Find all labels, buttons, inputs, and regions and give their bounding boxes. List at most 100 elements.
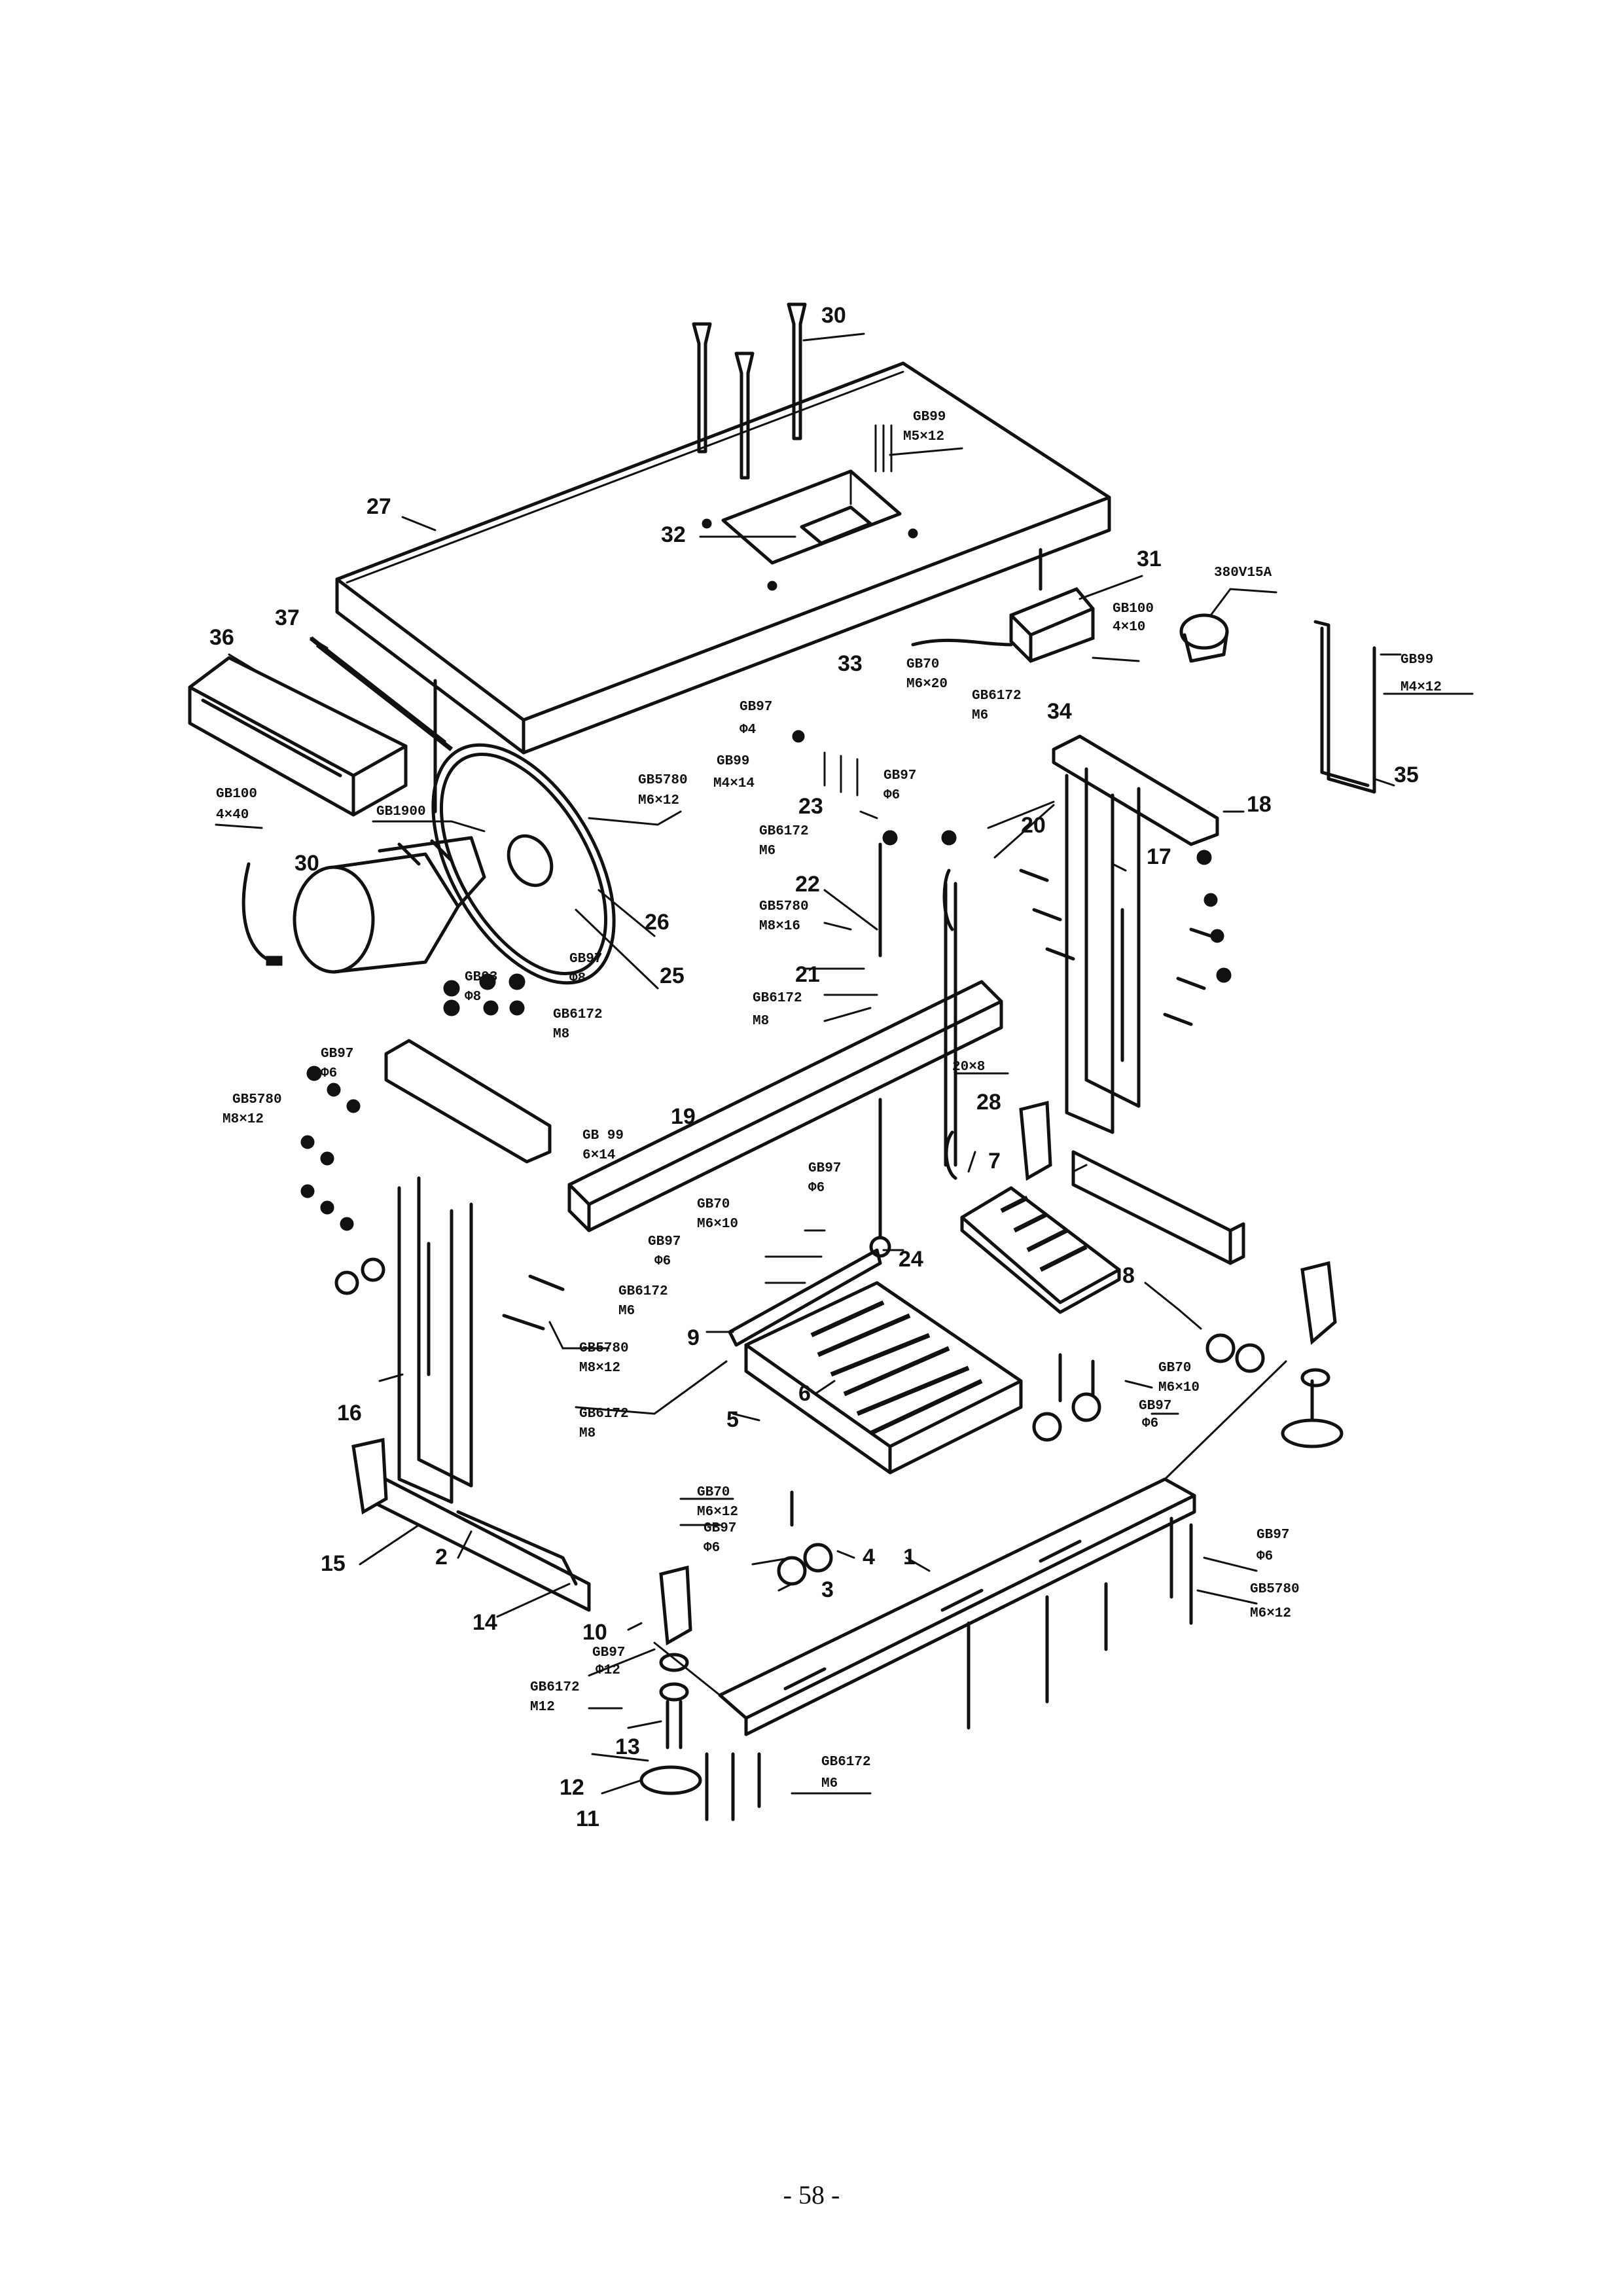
callout-12: 12 [560, 1775, 584, 1800]
spec-gb5780-22: GB5780 [759, 899, 809, 914]
spec-m6-link: M6 [618, 1304, 635, 1319]
spec-m6x20: M6×20 [906, 677, 948, 692]
spec-phi4: Φ4 [740, 723, 756, 738]
callout-32: 32 [661, 522, 686, 547]
spec-phi12: Φ12 [596, 1663, 620, 1678]
left-leg [351, 1039, 702, 1795]
callout-20: 20 [1021, 813, 1046, 838]
spec-gb5780-lower: GB5780 [579, 1341, 629, 1356]
spec-gb97-pedal: GB97 [808, 1161, 841, 1176]
spec-gb70-3: GB70 [697, 1485, 730, 1500]
spec-gb5780-left: GB5780 [232, 1092, 282, 1107]
callout-19: 19 [671, 1104, 696, 1129]
callout-4: 4 [863, 1545, 875, 1570]
callout-30-motor: 30 [294, 851, 319, 876]
callout-8: 8 [1122, 1263, 1135, 1288]
callout-13: 13 [615, 1734, 640, 1759]
spec-phi6-34: Φ6 [883, 788, 900, 803]
spec-gb6172-21: GB6172 [753, 991, 802, 1006]
hinge-pins [692, 302, 893, 480]
callout-6: 6 [798, 1381, 811, 1406]
heel-rest [960, 1186, 1121, 1314]
pedal-link [728, 1248, 882, 1347]
spec-phi6-base: Φ6 [1257, 1549, 1273, 1564]
spec-gb70-8: GB70 [1158, 1361, 1191, 1376]
callout-17: 17 [1147, 844, 1171, 869]
spec-4x40: 4×40 [216, 808, 249, 823]
callout-7: 7 [988, 1149, 1001, 1174]
callout-21: 21 [795, 962, 820, 987]
pedal [744, 1281, 1023, 1475]
spec-gb100-switch: GB100 [1113, 601, 1154, 617]
spec-gb97-3: GB97 [704, 1521, 736, 1536]
callout-15: 15 [321, 1551, 346, 1576]
spec-phi8-gb93: Φ8 [465, 990, 481, 1005]
spec-gb93: GB93 [465, 970, 497, 985]
callout-14: 14 [473, 1610, 497, 1635]
switch-box [911, 587, 1229, 663]
fasteners [300, 730, 1265, 1821]
callout-26: 26 [645, 910, 669, 935]
spec-m8-motor: M8 [553, 1027, 569, 1042]
spec-m8x12-left: M8×12 [223, 1112, 264, 1127]
spec-phi6-pedal: Φ6 [808, 1181, 825, 1196]
spec-gb99-top: GB99 [913, 410, 946, 425]
spec-gb97-base: GB97 [1257, 1528, 1289, 1543]
spec-gb99-m4x14: GB99 [717, 754, 749, 769]
spec-m8x12-lower: M8×12 [579, 1361, 620, 1376]
spec-gb97-8: GB97 [1139, 1399, 1171, 1414]
spec-gb6172-link: GB6172 [618, 1284, 668, 1299]
spec-6x14: 6×14 [582, 1148, 615, 1163]
table-top [335, 361, 1111, 814]
spec-gb97-motor: GB97 [569, 952, 602, 967]
callout-22: 22 [795, 872, 820, 897]
spec-4x10: 4×10 [1113, 620, 1145, 635]
spec-gb97-phi4: GB97 [740, 700, 772, 715]
spec-gb6172-lower: GB6172 [579, 1407, 629, 1422]
spec-gb97-34: GB97 [883, 768, 916, 783]
callout-23: 23 [798, 794, 823, 819]
callout-16: 16 [337, 1401, 362, 1426]
spec-gb6172-m12: GB6172 [530, 1680, 580, 1695]
callout-37: 37 [275, 605, 300, 630]
spec-m8x16: M8×16 [759, 919, 800, 934]
callout-25: 25 [660, 963, 685, 988]
cross-bar [567, 980, 1003, 1232]
spec-gb97-phi12: GB97 [592, 1645, 625, 1660]
spec-m6-bottom: M6 [821, 1776, 838, 1791]
callout-36: 36 [209, 625, 234, 650]
spec-gb6172-23: GB6172 [759, 824, 809, 839]
spec-gb5780-motor: GB5780 [638, 773, 688, 788]
spec-20x8: 20×8 [952, 1060, 985, 1075]
pitman-rod [869, 842, 957, 1258]
spec-m12: M12 [530, 1700, 555, 1715]
callout-31: 31 [1137, 547, 1162, 571]
callout-34: 34 [1047, 699, 1072, 724]
leader-lines [215, 332, 1474, 1795]
callout-2: 2 [435, 1545, 448, 1570]
spec-phi8-motor: Φ8 [569, 971, 586, 986]
spec-m6-23: M6 [759, 844, 776, 859]
spec-gb5780-base: GB5780 [1250, 1582, 1300, 1597]
callout-5: 5 [726, 1407, 739, 1432]
spec-gb1900: GB1900 [376, 804, 426, 819]
spec-gb70-link: GB70 [697, 1197, 730, 1212]
callout-33: 33 [838, 651, 863, 676]
callout-18: 18 [1247, 792, 1272, 817]
spec-m6x12-base: M6×12 [1250, 1606, 1291, 1621]
bobbin-rod [1313, 620, 1376, 794]
callout-28: 28 [976, 1090, 1001, 1115]
spec-m6x10-8: M6×10 [1158, 1380, 1200, 1395]
callout-10: 10 [582, 1620, 607, 1645]
drawer [188, 636, 454, 817]
spec-380v15a: 380V15A [1214, 565, 1272, 581]
spec-labels: GB99 M5×12 380V15A GB100 4×10 GB99 M4×12… [216, 410, 1442, 1791]
spec-phi6-link: Φ6 [654, 1254, 671, 1269]
right-leg [1019, 734, 1344, 1448]
spec-m6x10-link: M6×10 [697, 1217, 738, 1232]
spec-gb6172-motor: GB6172 [553, 1007, 603, 1022]
callout-11: 11 [576, 1806, 599, 1831]
callout-30-top: 30 [821, 303, 846, 328]
spec-m4x12: M4×12 [1400, 680, 1442, 695]
